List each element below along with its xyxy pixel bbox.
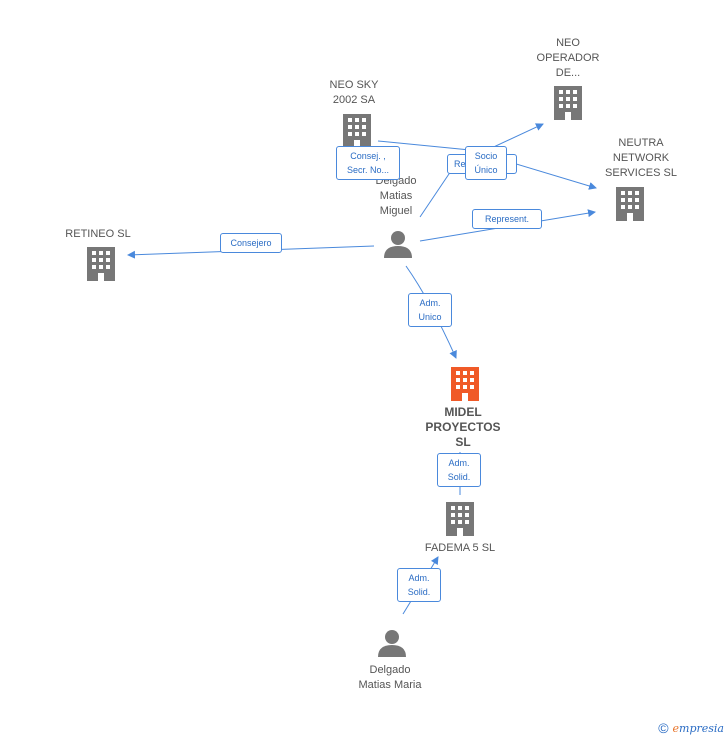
- building-icon[interactable]: [446, 502, 474, 536]
- building-icon[interactable]: [554, 86, 582, 120]
- node-label-midel[interactable]: MIDEL PROYECTOS SL: [425, 405, 501, 449]
- node-label-neo-sky[interactable]: NEO SKY 2002 SA: [329, 79, 379, 106]
- node-label-delgado-maria[interactable]: Delgado Matias Maria: [358, 664, 422, 691]
- edge-label-consejero: Consejero: [220, 233, 282, 253]
- edge-label-adm-unico: Adm. Unico: [408, 293, 452, 327]
- building-icon[interactable]: [343, 114, 371, 148]
- building-icon[interactable]: [616, 187, 644, 221]
- person-icon[interactable]: [384, 231, 412, 258]
- footer-brand: © empresia: [658, 720, 724, 736]
- person-icon[interactable]: [378, 630, 406, 657]
- brand-logo: empresia: [672, 721, 724, 735]
- node-label-neo-operador[interactable]: NEO OPERADOR DE...: [536, 37, 600, 79]
- edge-label-represent: Represent.: [472, 209, 542, 229]
- building-icon[interactable]: [87, 247, 115, 281]
- edge-label-adm-solid-1: Adm. Solid.: [437, 453, 481, 487]
- node-label-neutra[interactable]: NEUTRA NETWORK SERVICES SL: [605, 137, 677, 179]
- edge-label-adm-solid-2: Adm. Solid.: [397, 568, 441, 602]
- main-building-icon[interactable]: [451, 367, 479, 401]
- node-label-delgado-miguel[interactable]: Delgado Matias Miguel: [375, 175, 417, 217]
- edge-label-consej: Consej. , Secr. No...: [336, 146, 400, 180]
- node-label-fadema[interactable]: FADEMA 5 SL: [424, 542, 496, 554]
- node-label-retineo[interactable]: RETINEO SL: [65, 228, 131, 240]
- copyright-icon: ©: [658, 720, 669, 736]
- edge-label-socio: Socio Único: [465, 146, 507, 180]
